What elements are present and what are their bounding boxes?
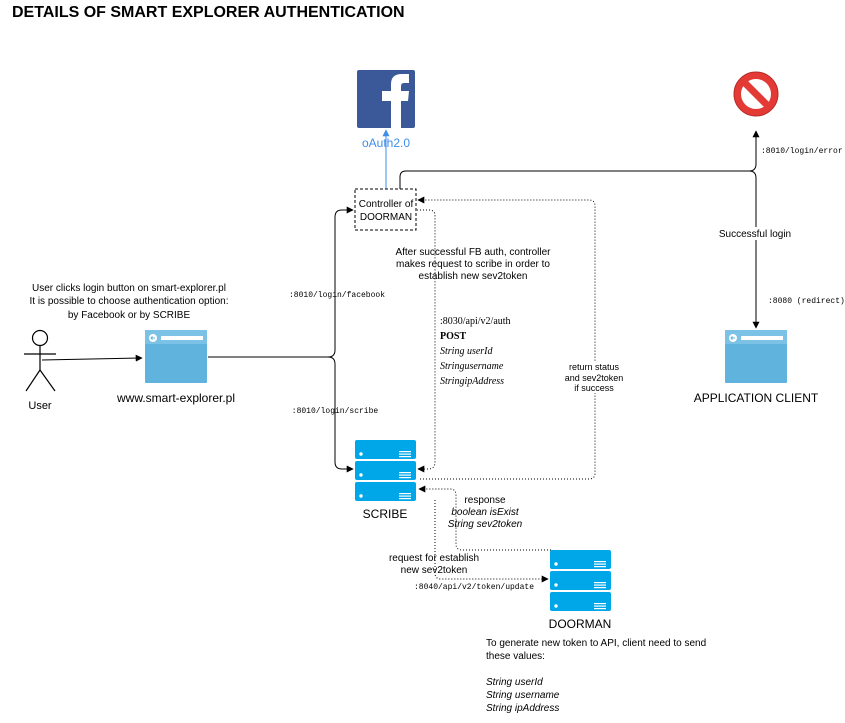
api-request-block: :8030/api/v2/auth POST String userId Str… <box>440 316 511 387</box>
browser-window-icon <box>725 330 787 383</box>
website-node[interactable]: www.smart-explorer.pl <box>116 330 235 405</box>
controller-action-line: After successful FB auth, controller <box>395 247 551 258</box>
api-request-path: :8030/api/v2/auth <box>440 316 511 327</box>
scribe-node[interactable]: SCRIBE <box>355 440 416 521</box>
app-client-node[interactable]: APPLICATION CLIENT <box>694 330 819 405</box>
server-stack-icon <box>550 550 611 611</box>
doorman-note-value: String ipAddress <box>486 703 559 714</box>
doorman-node[interactable]: DOORMAN <box>549 550 612 631</box>
doorman-note-line: these values: <box>486 651 545 662</box>
connectors <box>41 130 760 583</box>
doorman-note-line: To generate new token to API, client nee… <box>486 638 706 649</box>
user-action-line: by Facebook or by SCRIBE <box>68 310 191 321</box>
return-status-line: if success <box>574 383 614 393</box>
facebook-icon <box>357 70 415 128</box>
forbidden-icon <box>733 71 779 117</box>
response-note: response boolean isExist String sev2toke… <box>448 495 523 530</box>
browser-window-icon <box>145 330 207 383</box>
diagram-title: DETAILS OF SMART EXPLORER AUTHENTICATION <box>12 4 405 21</box>
response-line: boolean isExist <box>451 507 519 518</box>
return-status-note: return status and sev2token if success <box>564 361 626 393</box>
doorman-note-value: String username <box>486 690 560 701</box>
controller-action-line: makes request to scribe in order to <box>396 259 550 270</box>
person-icon <box>24 329 56 392</box>
edge-website-to-controller <box>208 206 354 358</box>
edge-controller-to-error <box>399 130 760 189</box>
endpoint-error-label: :8010/login/error <box>761 147 843 156</box>
controller-label-line1: Controller of <box>359 199 414 210</box>
doorman-label: DOORMAN <box>549 617 612 631</box>
endpoint-scribe-label: :8010/login/scribe <box>292 407 379 416</box>
user-action-line: It is possible to choose authentication … <box>29 296 228 307</box>
endpoint-facebook-label: :8010/login/facebook <box>289 291 385 300</box>
edge-website-to-scribe <box>208 356 354 473</box>
app-client-label: APPLICATION CLIENT <box>694 391 819 405</box>
successful-login-note: Successful login <box>716 227 796 240</box>
endpoint-labels: :8010/login/facebook :8010/login/scribe … <box>289 147 845 592</box>
endpoint-redirect-label: :8080 (redirect) <box>768 297 845 306</box>
doorman-note-value: String userId <box>486 677 543 688</box>
user-node: User <box>24 329 56 412</box>
website-label: www.smart-explorer.pl <box>116 391 235 405</box>
request-line: new sev2token <box>401 565 468 576</box>
response-title: response <box>464 495 506 506</box>
api-request-method: POST <box>440 331 466 342</box>
api-request-field: String userId <box>440 346 494 357</box>
doorman-requirements-note: To generate new token to API, client nee… <box>486 638 706 714</box>
controller-label-line2: DOORMAN <box>360 212 412 223</box>
endpoint-token-update-label: :8040/api/v2/token/update <box>414 583 534 592</box>
response-line: String sev2token <box>448 519 523 530</box>
controller-action-line: establish new sev2token <box>419 271 528 282</box>
controller-node[interactable]: Controller of DOORMAN <box>354 188 417 231</box>
request-line: request for establish <box>389 553 479 564</box>
edge-user-to-website <box>41 354 143 362</box>
user-action-note: User clicks login button on smart-explor… <box>29 283 228 321</box>
edge-scribe-return-to-controller <box>417 196 596 480</box>
api-request-field: StringipAddress <box>440 376 504 387</box>
edge-controller-to-scribe <box>417 209 436 473</box>
error-node <box>733 71 779 117</box>
facebook-node[interactable]: oAuth2.0 <box>357 70 415 150</box>
return-status-line: return status <box>569 362 620 372</box>
request-note: request for establish new sev2token <box>389 553 479 576</box>
return-status-line: and sev2token <box>565 373 624 383</box>
facebook-label: oAuth2.0 <box>362 136 410 150</box>
successful-login-label: Successful login <box>719 229 791 240</box>
edge-controller-to-app-client <box>748 170 760 329</box>
controller-action-note: After successful FB auth, controller mak… <box>395 247 551 282</box>
scribe-label: SCRIBE <box>363 507 408 521</box>
api-request-field: Stringusername <box>440 361 504 372</box>
user-label: User <box>28 400 52 412</box>
server-stack-icon <box>355 440 416 501</box>
user-action-line: User clicks login button on smart-explor… <box>32 283 226 294</box>
